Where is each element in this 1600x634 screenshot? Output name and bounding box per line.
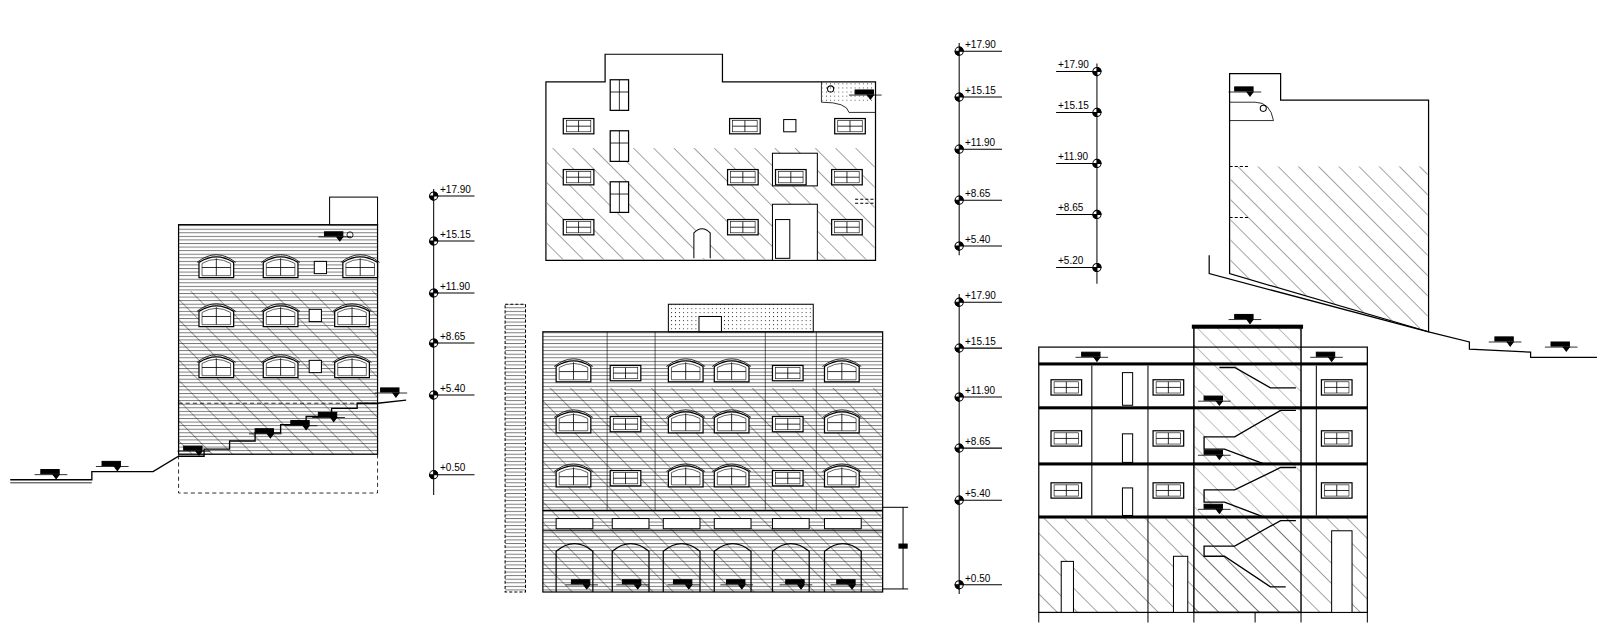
level-label: +11.90 [1057, 151, 1089, 162]
level-label: +11.90 [439, 281, 471, 292]
level-label: +17.90 [964, 39, 997, 50]
front-elevation [505, 304, 908, 592]
level-label: +5.40 [964, 234, 991, 245]
side-elevation [10, 197, 407, 493]
level-scale [955, 294, 1002, 594]
side-elevation [1209, 74, 1597, 358]
level-scale [955, 43, 1002, 255]
rear-elevation [546, 54, 882, 260]
level-label: +8.65 [964, 188, 991, 199]
level-label: +17.90 [439, 184, 472, 195]
level-label: +0.50 [964, 573, 991, 584]
level-label: +17.90 [1057, 59, 1090, 70]
level-label: +5.20 [1057, 255, 1084, 266]
level-label: +0.50 [439, 462, 466, 473]
level-label: +5.40 [964, 488, 991, 499]
level-label: +15.15 [964, 336, 997, 347]
level-label: +11.90 [964, 385, 996, 396]
level-label: +17.90 [964, 290, 997, 301]
level-label: +15.15 [439, 229, 472, 240]
level-label: +8.65 [439, 331, 466, 342]
level-label: +11.90 [964, 137, 996, 148]
level-label: +15.15 [964, 85, 997, 96]
level-label: +8.65 [1057, 202, 1084, 213]
level-label: +8.65 [964, 436, 991, 447]
level-label: +15.15 [1057, 100, 1090, 111]
level-scale [430, 189, 475, 495]
building-section [1039, 314, 1368, 622]
level-scale [1056, 63, 1101, 283]
level-label: +5.40 [439, 383, 466, 394]
